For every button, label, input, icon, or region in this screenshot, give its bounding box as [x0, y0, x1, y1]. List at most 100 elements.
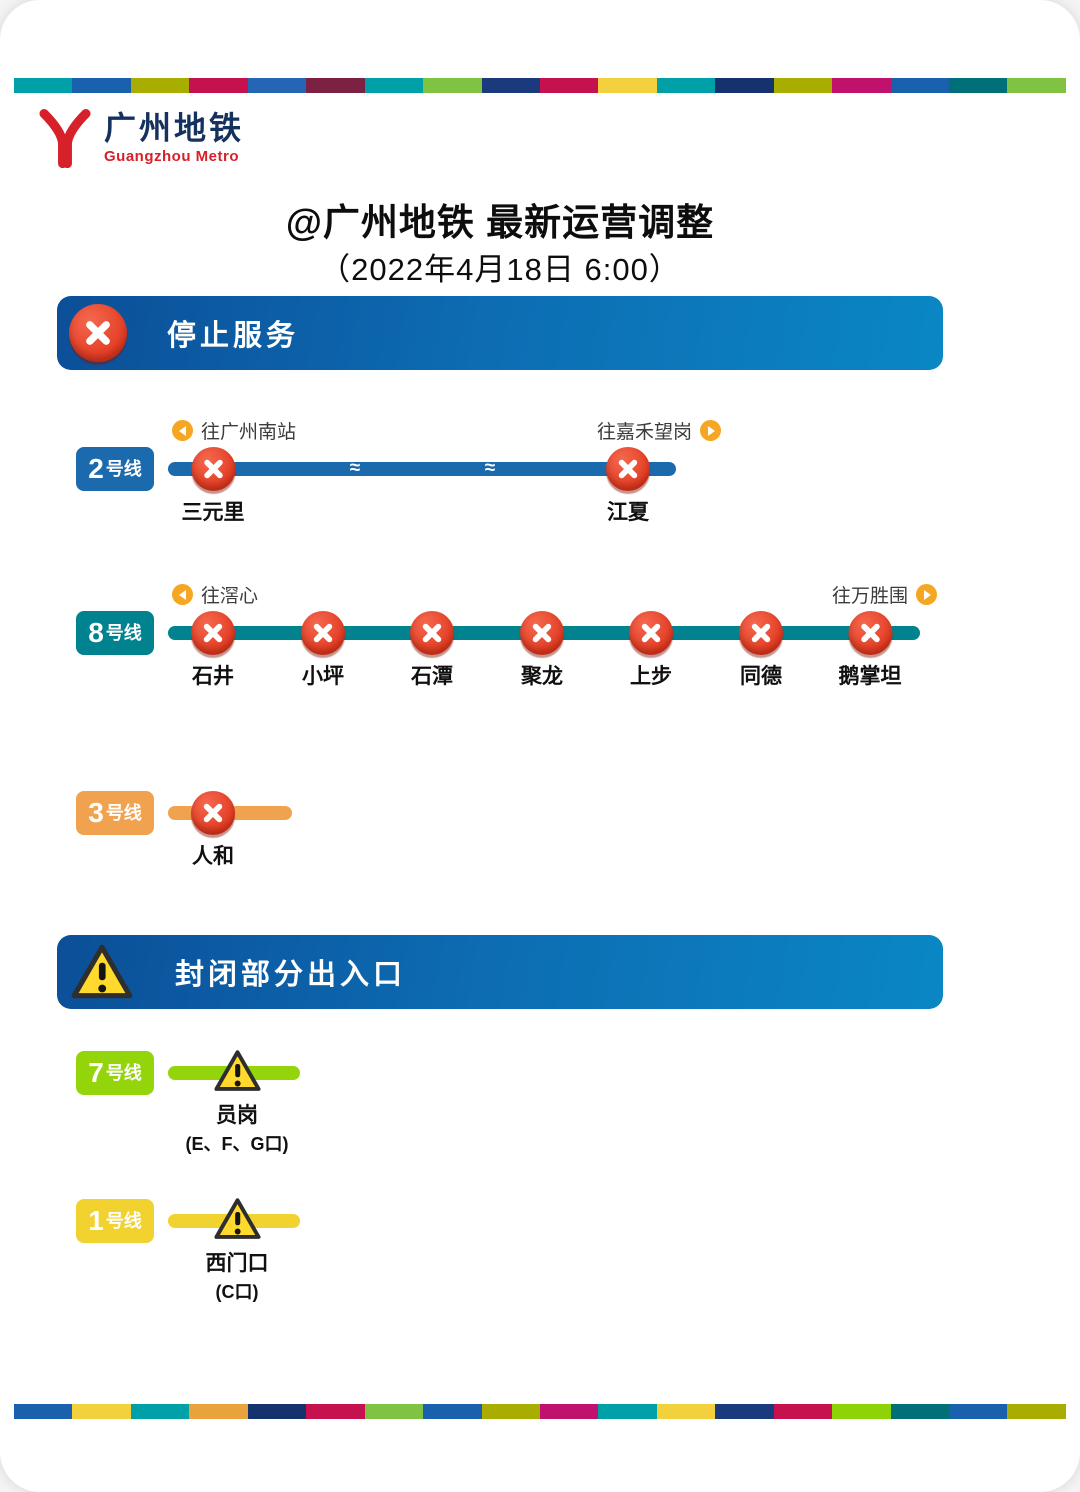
stop-x-icon — [191, 611, 235, 655]
strip-segment — [656, 1404, 716, 1419]
arrow-left-icon — [172, 420, 193, 441]
line2-track: ≈ ≈ — [168, 457, 676, 479]
station-name: 小坪 — [302, 665, 344, 688]
line-number: 1 — [88, 1205, 104, 1236]
strip-segment — [306, 78, 365, 93]
line-suffix: 号线 — [105, 803, 142, 823]
break-mark: ≈ — [349, 457, 361, 479]
stop-x-icon — [520, 611, 564, 655]
station-name: 石井 — [192, 665, 234, 688]
station-name: 同德 — [740, 665, 782, 688]
strip-segment — [481, 1404, 540, 1419]
station-renhe: 人和 — [191, 791, 235, 870]
direction-label: 往万胜围 — [832, 586, 909, 607]
strip-segment — [306, 1404, 365, 1419]
station-yuangang: 员岗 (E、F、G口) — [186, 1048, 289, 1156]
station-name: 聚龙 — [521, 665, 563, 688]
strip-segment — [773, 1404, 833, 1419]
break-mark: ≈ — [484, 457, 496, 479]
stop-x-icon — [191, 447, 235, 491]
stop-x-icon — [848, 611, 892, 655]
stop-x-icon — [739, 611, 783, 655]
strip-segment — [247, 1404, 307, 1419]
line-number: 8 — [88, 617, 104, 648]
strip-segment — [656, 78, 716, 93]
station-name: 三元里 — [181, 501, 245, 524]
station-name: 上步 — [630, 665, 672, 688]
strip-segment — [1007, 1404, 1066, 1419]
arrow-right-icon — [700, 420, 722, 441]
logo-text-cn: 广州地铁 — [104, 109, 245, 146]
line2-direction-left: 往广州南站 — [172, 417, 296, 444]
strip-segment — [949, 78, 1008, 93]
page-title: @广州地铁 最新运营调整 — [285, 202, 715, 243]
strip-segment — [130, 78, 190, 93]
line-suffix: 号线 — [105, 1211, 142, 1231]
stop-x-icon — [629, 611, 673, 655]
strip-segment — [247, 78, 307, 93]
station-ximenkou: 西门口 (C口) — [206, 1196, 269, 1304]
strip-segment — [832, 78, 891, 93]
strip-segment — [598, 78, 657, 93]
strip-segment — [715, 1404, 774, 1419]
logo-text-en: Guangzhou Metro — [104, 148, 239, 166]
strip-segment — [539, 1404, 599, 1419]
strip-segment — [539, 78, 599, 93]
strip-segment — [773, 78, 833, 93]
station-jiangxia: 江夏 — [606, 447, 650, 526]
line8-direction-right: 往万胜围 — [832, 581, 938, 608]
station-julong: 聚龙 — [520, 611, 564, 690]
decor-strip-top — [14, 78, 1066, 93]
line-number: 2 — [88, 453, 104, 484]
stop-x-icon — [606, 447, 650, 491]
station-name: 人和 — [192, 845, 234, 868]
direction-label: 往广州南站 — [201, 422, 297, 443]
banner-closed-exits: 封闭部分出入口 — [57, 935, 943, 1009]
logo-text: 广州地铁 Guangzhou Metro — [104, 109, 245, 166]
direction-label: 往嘉禾望岗 — [597, 422, 693, 443]
strip-segment — [715, 78, 774, 93]
strip-segment — [949, 1404, 1008, 1419]
strip-segment — [890, 78, 949, 93]
line-number: 3 — [88, 797, 104, 828]
strip-segment — [890, 1404, 949, 1419]
banner-title-closed-exits: 封闭部分出入口 — [175, 959, 407, 991]
line-suffix: 号线 — [105, 623, 142, 643]
strip-segment — [364, 1404, 424, 1419]
station-shijing: 石井 — [191, 611, 235, 690]
strip-segment — [832, 1404, 891, 1419]
stop-x-icon — [69, 304, 127, 362]
warning-triangle-icon — [212, 1196, 262, 1242]
strip-segment — [189, 78, 248, 93]
strip-segment — [189, 1404, 248, 1419]
page-subtitle: （2022年4月18日 6:00） — [319, 252, 681, 287]
arrow-right-icon — [916, 584, 938, 605]
decor-strip-bottom — [14, 1404, 1066, 1419]
stop-x-icon — [410, 611, 454, 655]
station-name: 员岗 — [216, 1104, 258, 1127]
strip-segment — [1007, 78, 1066, 93]
gzmetro-logo: 广州地铁 Guangzhou Metro — [36, 108, 244, 168]
strip-segment — [598, 1404, 657, 1419]
station-xiaoping: 小坪 — [301, 611, 345, 690]
station-ezhangtan: 鹅掌坦 — [839, 611, 902, 690]
warning-triangle-icon — [69, 942, 135, 1002]
station-shangbu: 上步 — [629, 611, 673, 690]
stop-x-icon — [191, 791, 235, 835]
station-tongde: 同德 — [739, 611, 783, 690]
station-name: 鹅掌坦 — [838, 665, 902, 688]
arrow-left-icon — [172, 584, 193, 605]
strip-segment — [364, 78, 424, 93]
warning-triangle-icon — [212, 1048, 262, 1094]
line8-direction-left: 往滘心 — [172, 581, 258, 608]
station-exits-note: (E、F、G口) — [185, 1134, 289, 1154]
strip-segment — [72, 78, 131, 93]
station-name: 石潭 — [411, 665, 453, 688]
line-suffix: 号线 — [105, 459, 142, 479]
gzmetro-logo-icon — [39, 109, 91, 168]
line-suffix: 号线 — [105, 1063, 142, 1083]
